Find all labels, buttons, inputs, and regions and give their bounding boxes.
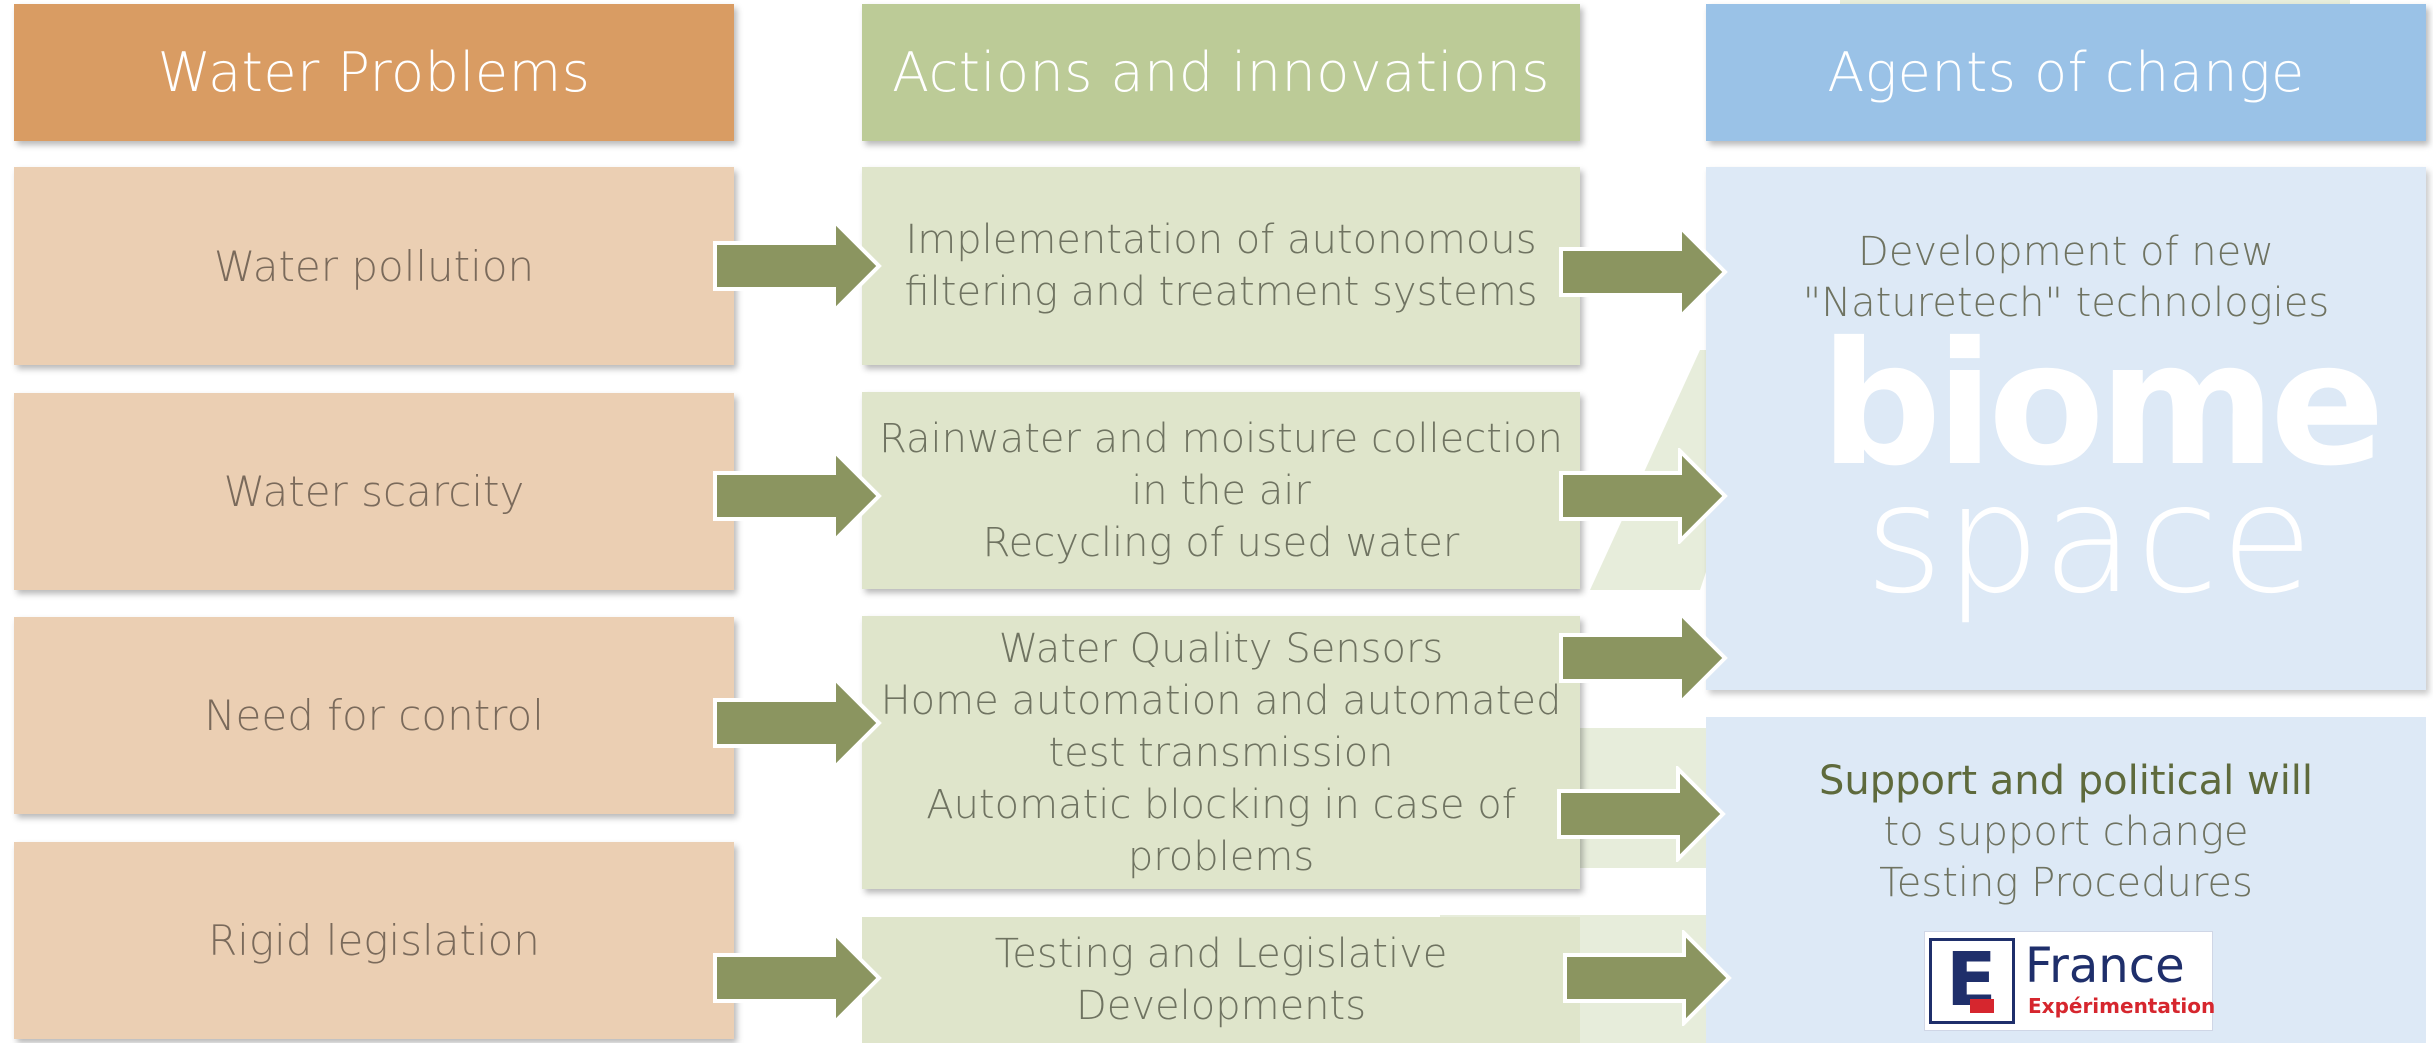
arrow-icon <box>1563 930 1732 1026</box>
agent-political-line3: Testing Procedures <box>1879 860 2253 906</box>
arrow-icon <box>713 930 882 1026</box>
arrow-icon <box>713 218 882 314</box>
biome-space-logo: biome space <box>1820 306 2385 627</box>
action-line: Water Quality Sensors <box>998 625 1444 672</box>
action-filtering-systems: Implementation of autonomous filtering a… <box>862 167 1580 365</box>
arrow-icon <box>1559 610 1728 706</box>
arrow-icon <box>713 675 882 771</box>
france-logo-word1: France <box>2025 938 2185 994</box>
action-line: Implementation of autonomous <box>905 217 1537 263</box>
header-water-problems: Water Problems <box>14 4 734 141</box>
biome-logo-word2: space <box>1864 453 2316 627</box>
action-quality-sensors: Water Quality Sensors Home automation an… <box>862 616 1580 889</box>
problem-water-pollution: Water pollution <box>14 167 734 365</box>
action-line: in the air <box>1131 467 1311 514</box>
header-agents-of-change: Agents of change <box>1706 4 2426 141</box>
arrow-icon <box>1559 224 1728 320</box>
action-rainwater-collection: Rainwater and moisture collection in the… <box>862 392 1580 589</box>
problem-water-scarcity: Water scarcity <box>14 393 734 590</box>
header-agents-label: Agents of change <box>1827 41 2305 104</box>
agent-naturetech-box: Development of new "Naturetech" technolo… <box>1706 167 2426 690</box>
arrow-icon <box>1559 448 1728 544</box>
header-actions-label: Actions and innovations <box>892 41 1550 104</box>
action-line: test transmission <box>1048 729 1394 776</box>
agent-naturetech-line1: Development of new <box>1858 229 2274 275</box>
header-actions-innovations: Actions and innovations <box>862 4 1580 141</box>
france-logo-red-mark <box>1970 999 1994 1013</box>
problem-label: Rigid legislation <box>208 916 540 965</box>
agent-naturetech-line2: "Naturetech" technologies <box>1802 280 2330 326</box>
action-line: Developments <box>1075 983 1367 1029</box>
france-experimentation-logo: E France Expérimentation <box>1924 931 2216 1031</box>
biome-logo-word1: biome <box>1820 306 2385 504</box>
action-line: Home automation and automated <box>880 677 1562 724</box>
action-line: Rainwater and moisture collection <box>879 415 1563 462</box>
france-logo-badge: E <box>1929 937 2015 1024</box>
action-legislative-developments: Testing and Legislative Developments <box>862 917 1580 1043</box>
problem-label: Water pollution <box>213 241 535 291</box>
problem-label: Need for control <box>204 691 544 740</box>
action-line: Recycling of used water <box>982 519 1460 566</box>
action-line: Testing and Legislative <box>994 931 1448 977</box>
agent-political-line2: to support change <box>1883 809 2249 855</box>
action-line: problems <box>1127 833 1315 880</box>
action-line: filtering and treatment systems <box>904 269 1538 315</box>
problem-need-for-control: Need for control <box>14 617 734 814</box>
problem-rigid-legislation: Rigid legislation <box>14 842 734 1039</box>
arrow-icon <box>713 448 882 544</box>
arrow-icon <box>1557 766 1726 862</box>
header-water-problems-label: Water Problems <box>157 41 591 104</box>
agent-political-line1: Support and political will <box>1818 758 2314 804</box>
action-line: Automatic blocking in case of <box>926 781 1516 828</box>
problem-label: Water scarcity <box>223 467 525 516</box>
france-logo-word2: Expérimentation <box>2028 994 2216 1018</box>
